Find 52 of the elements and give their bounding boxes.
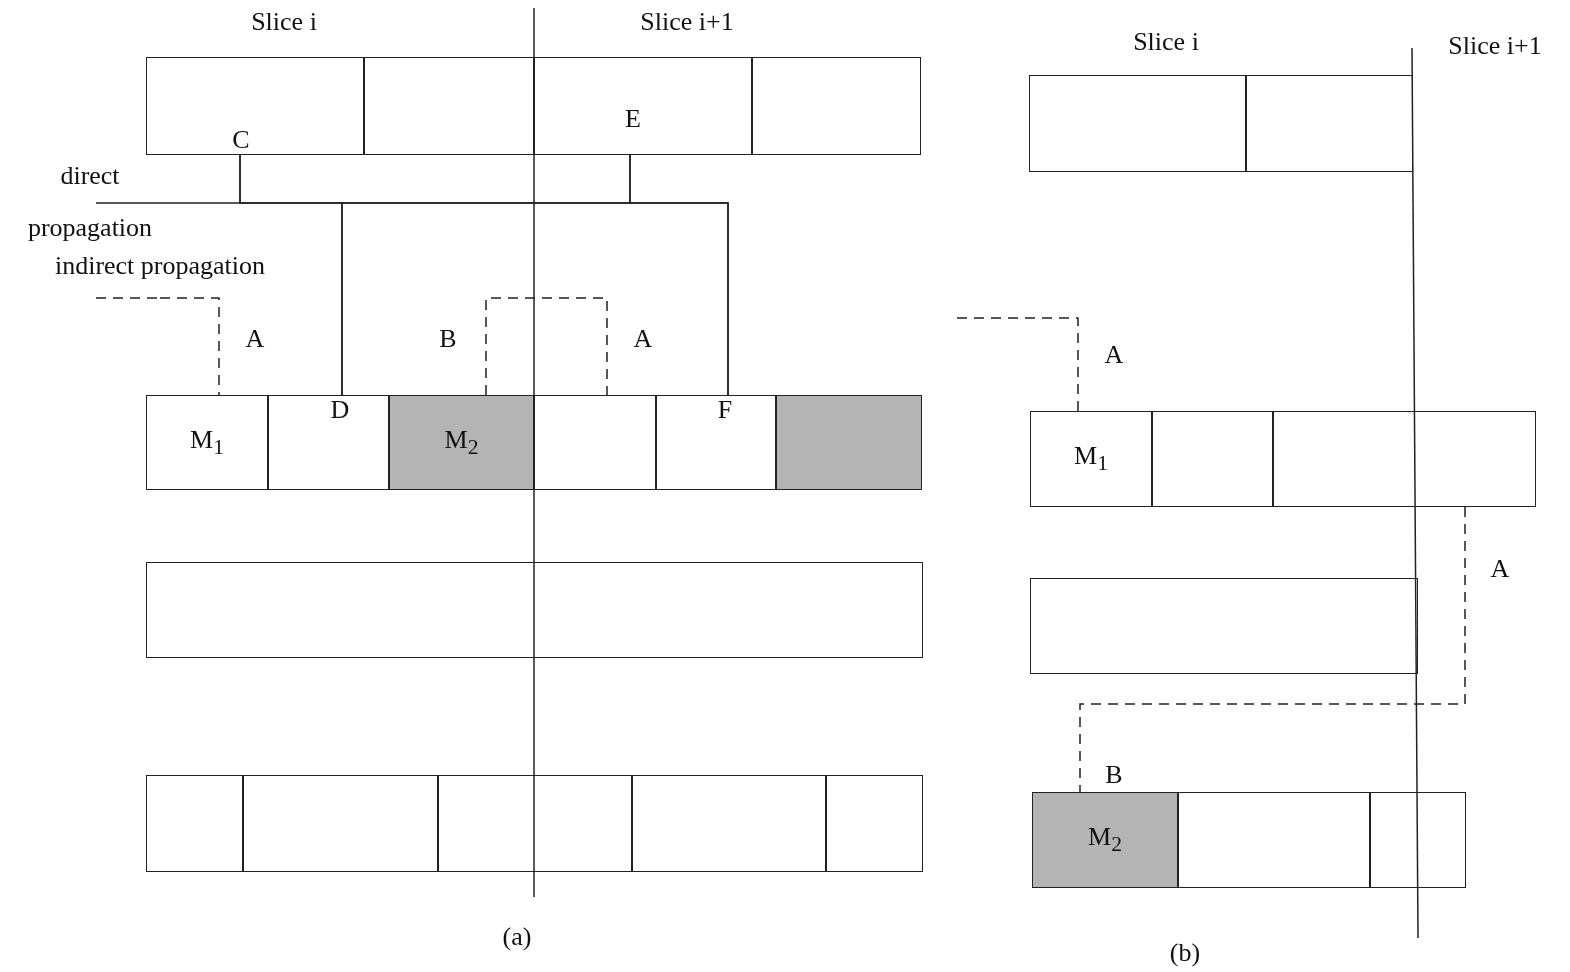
cell (534, 57, 752, 155)
point-label: E (625, 106, 641, 132)
shaded-cell (776, 395, 922, 490)
cell-label: M$_{1}$ (1074, 441, 1108, 477)
cell (146, 57, 364, 155)
path-label: B (439, 326, 457, 352)
point-label: C (232, 127, 250, 153)
memory-cell (146, 395, 268, 490)
cell (243, 775, 438, 872)
cell (632, 775, 826, 872)
indirect-propagation-line (1079, 506, 1466, 793)
cell (826, 775, 923, 872)
shaded-memory-cell (389, 395, 534, 490)
slice-label: Slice i (251, 9, 317, 35)
cell (1370, 792, 1466, 888)
slice-label: Slice i+1 (640, 9, 734, 35)
path-label: A (245, 326, 265, 352)
cell (268, 395, 389, 490)
cell (1152, 411, 1273, 507)
cell (656, 395, 776, 490)
cell (364, 57, 534, 155)
point-label: D (330, 397, 350, 423)
cell (438, 775, 632, 872)
cell-label: M$_{2}$ (444, 424, 479, 461)
cell (1246, 75, 1413, 172)
cell (1273, 411, 1536, 507)
cell (1030, 578, 1418, 674)
path-label: A (1104, 342, 1124, 368)
panel-label: (a) (502, 924, 532, 950)
indirect-propagation-line (485, 297, 608, 396)
direct-propagation-line (629, 154, 729, 396)
path-label: A (633, 326, 653, 352)
cell (1029, 75, 1246, 172)
cell (146, 562, 923, 658)
cell (752, 57, 921, 155)
path-label: A (1490, 556, 1510, 582)
cell (146, 775, 243, 872)
cell (1178, 792, 1370, 888)
shaded-memory-cell (1032, 792, 1178, 888)
cell-label: M$_{2}$ (1088, 822, 1122, 858)
panel-label: (b) (1169, 940, 1201, 966)
legend-label: indirect propagation (53, 252, 267, 280)
indirect-propagation-line (159, 297, 220, 396)
slice-label: Slice i+1 (1448, 33, 1542, 59)
legend-label: direct propagation (26, 160, 154, 244)
path-label: B (1105, 762, 1123, 788)
cell-label: M$_{1}$ (190, 424, 224, 461)
memory-cell (1030, 411, 1152, 507)
point-label: F (717, 397, 733, 423)
indirect-propagation-line (956, 317, 1079, 412)
cell (534, 395, 656, 490)
slice-label: Slice i (1133, 29, 1199, 55)
